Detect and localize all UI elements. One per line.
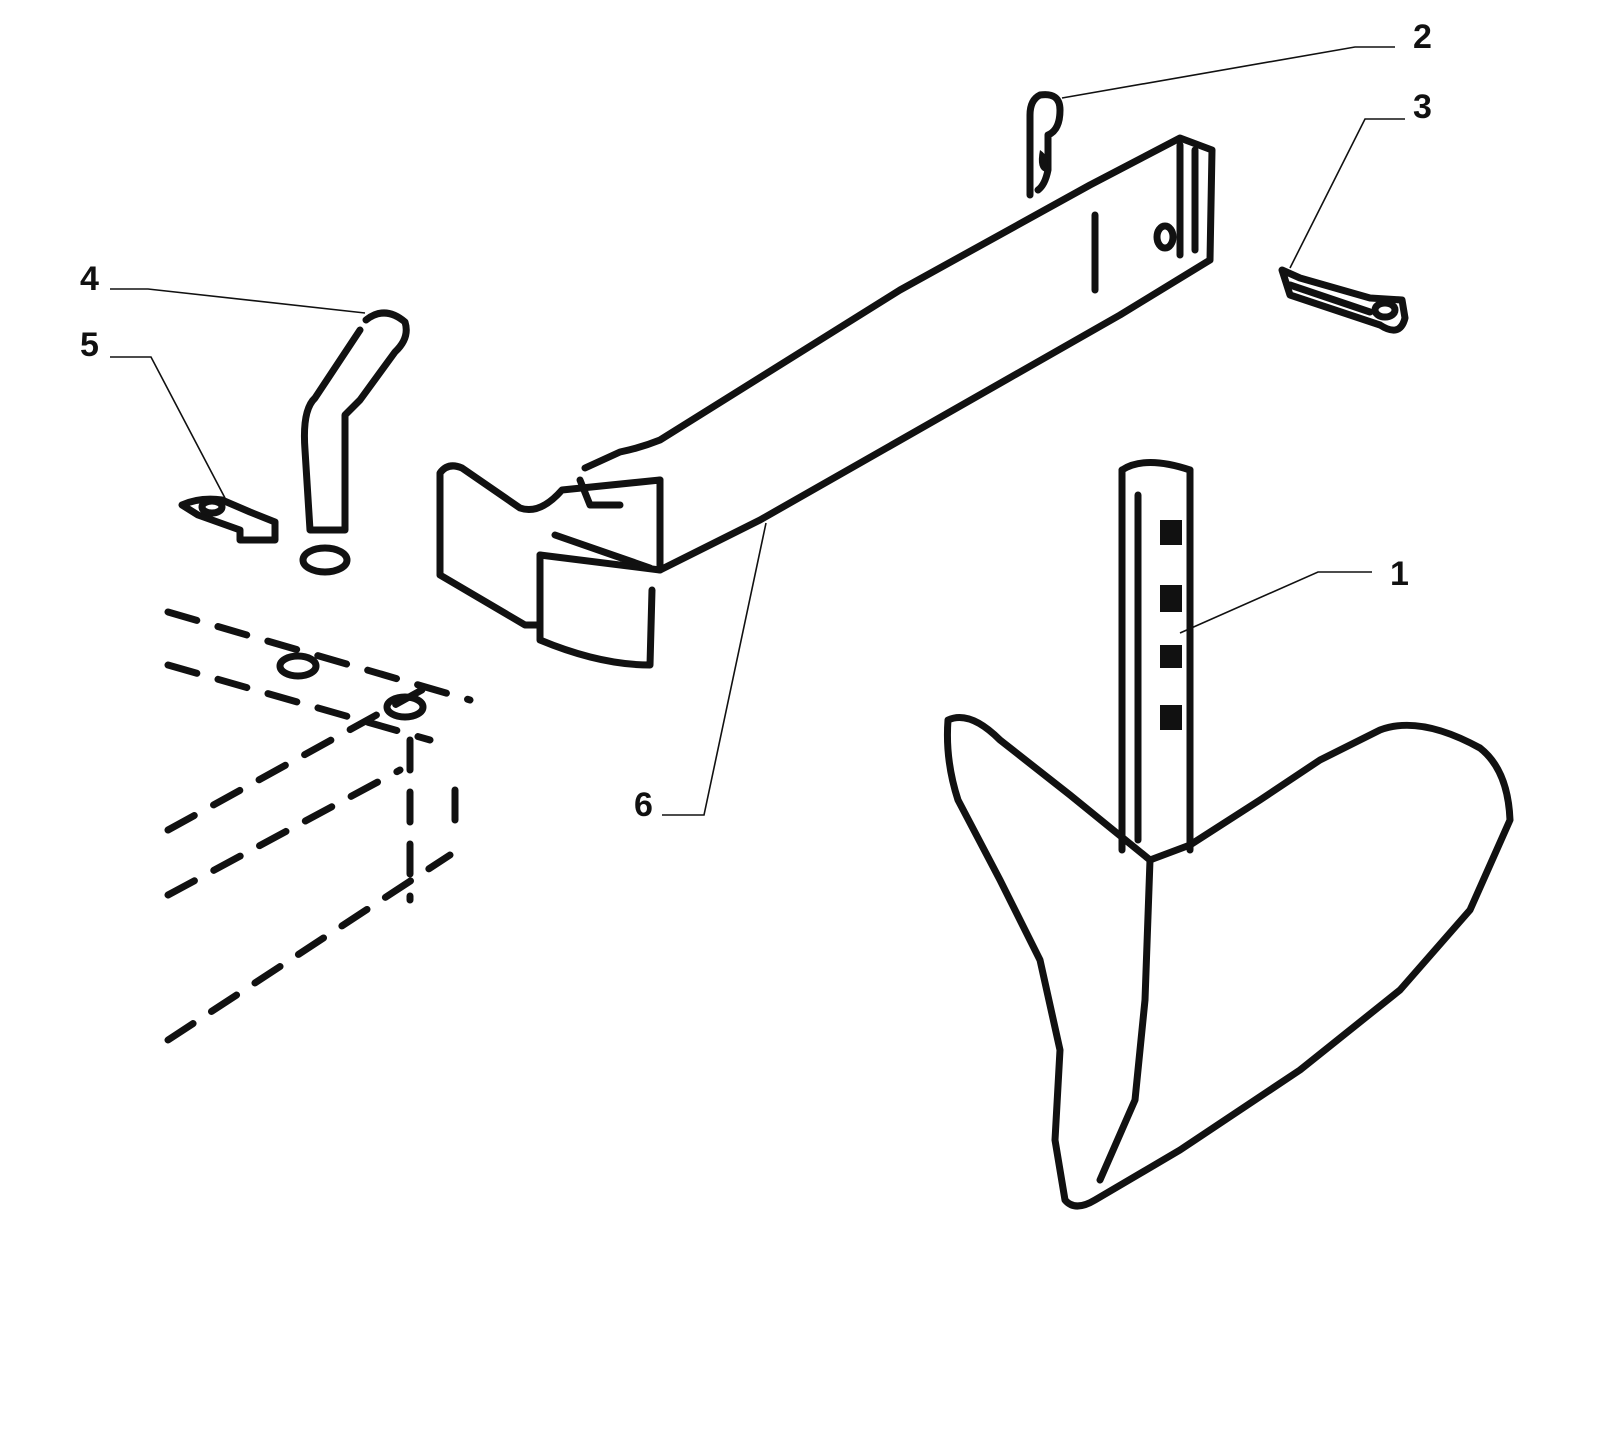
- part-4-bent-bolt: [299, 309, 410, 576]
- dashed-frame-outline: [164, 608, 474, 1044]
- callout-5: 5: [80, 326, 99, 364]
- callout-1: 1: [1390, 555, 1409, 593]
- part-6-beam: [436, 134, 1216, 669]
- leader-3: [1289, 118, 1405, 269]
- leader-5: [110, 356, 226, 499]
- leader-lines: [110, 46, 1405, 816]
- leader-2: [1061, 46, 1395, 99]
- callout-3: 3: [1413, 88, 1432, 126]
- leader-4: [110, 288, 366, 314]
- callout-2: 2: [1413, 18, 1432, 56]
- callout-6: 6: [634, 786, 653, 824]
- leader-6: [662, 522, 767, 816]
- part-5-nut: [178, 495, 279, 544]
- part-2-clip: [1026, 91, 1064, 199]
- part-3-pin: [1278, 266, 1409, 334]
- leader-1: [1179, 571, 1372, 634]
- callout-4: 4: [80, 260, 99, 298]
- part-1-shovel: [943, 459, 1514, 1210]
